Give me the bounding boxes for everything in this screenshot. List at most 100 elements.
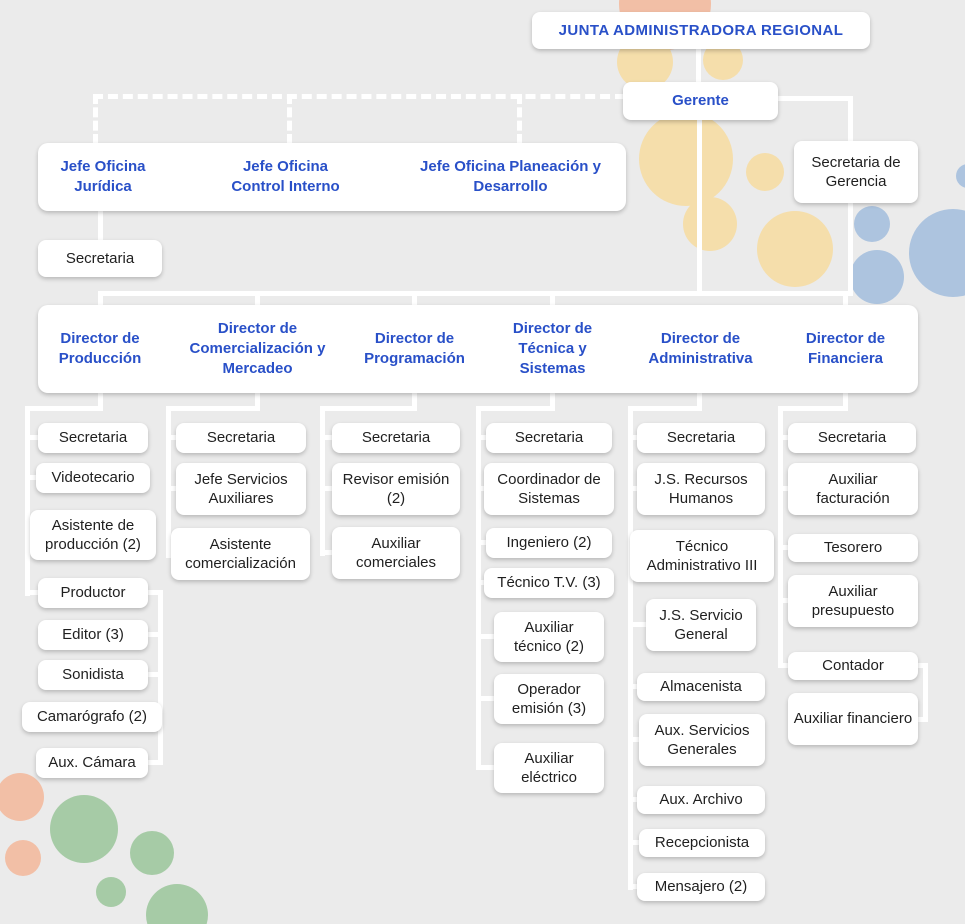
connector-stub	[778, 486, 793, 491]
node-administrativa-aux-archivo: Aux. Archivo	[637, 786, 765, 814]
node-comercializacion-asistente: Asistente comercialización	[171, 528, 310, 580]
panel-staff-offices	[38, 143, 626, 211]
node-financiera-secretaria: Secretaria	[788, 423, 916, 453]
connector-stub	[146, 672, 163, 677]
node-financiera-contador: Contador	[788, 652, 918, 680]
node-produccion-aux-camara: Aux. Cámara	[36, 748, 148, 778]
node-tecnica-operador: Operador emisión (3)	[494, 674, 604, 724]
node-tecnica-secretaria: Secretaria	[486, 423, 612, 453]
node-tecnica-coordinador: Coordinador de Sistemas	[484, 463, 614, 515]
node-tecnica-aux-electrico: Auxiliar eléctrico	[494, 743, 604, 793]
decorative-circle	[50, 795, 118, 863]
connector-dashed-stub	[517, 94, 522, 144]
node-secretaria-gerencia: Secretaria de Gerencia	[794, 141, 918, 203]
decorative-circle	[956, 164, 965, 188]
connector-rail	[628, 406, 633, 890]
node-financiera-aux-presupuesto: Auxiliar presupuesto	[788, 575, 918, 627]
connector-stub	[320, 486, 337, 491]
node-produccion-asistente: Asistente de producción (2)	[30, 510, 156, 560]
label-jefe-oficina-juridica: Jefe Oficina Jurídica	[60, 157, 146, 195]
connector-stub	[25, 435, 40, 440]
node-tecnica-tecnico-tv: Técnico T.V. (3)	[484, 568, 614, 598]
node-produccion-videotecario: Videotecario	[36, 463, 150, 493]
connector-elbow	[25, 406, 103, 411]
connector-dashed-stub	[287, 94, 292, 144]
decorative-circle	[5, 840, 41, 876]
node-administrativa-secretaria: Secretaria	[637, 423, 765, 453]
connector-stub	[476, 580, 491, 585]
connector-rail	[476, 406, 481, 770]
connector-stub	[320, 435, 337, 440]
connector-junta-gerente	[696, 47, 701, 83]
connector-elbow	[778, 406, 846, 411]
connector-stub	[412, 291, 417, 307]
node-tecnica-aux-tecnico: Auxiliar técnico (2)	[494, 612, 604, 662]
node-junta-administradora: JUNTA ADMINISTRADORA REGIONAL	[532, 12, 870, 49]
label-jefe-oficina-control-interno: Jefe Oficina Control Interno	[231, 157, 340, 195]
connector-elbow	[166, 406, 258, 411]
connector-stub	[476, 486, 491, 491]
connector-stub	[146, 632, 163, 637]
connector-rail	[320, 406, 325, 556]
connector-stub	[476, 435, 491, 440]
connector-stub	[412, 393, 417, 411]
connector-stub	[778, 663, 793, 668]
connector-stub	[628, 622, 650, 627]
label-jefe-oficina-planeacion: Jefe Oficina Planeación y Desarrollo	[420, 157, 601, 195]
decorative-circle	[850, 250, 904, 304]
connector-stub	[255, 291, 260, 307]
decorative-circle	[909, 209, 965, 297]
node-comercializacion-secretaria: Secretaria	[176, 423, 306, 453]
connector-gerente-secretaria-h	[777, 96, 853, 101]
node-programacion-aux-comerciales: Auxiliar comerciales	[332, 527, 460, 579]
connector-stub	[912, 663, 928, 668]
connector-elbow	[320, 406, 415, 411]
node-programacion-secretaria: Secretaria	[332, 423, 460, 453]
connector-rail	[25, 406, 30, 596]
node-administrativa-aux-servicios: Aux. Servicios Generales	[639, 714, 765, 766]
connector-dashed-offices	[93, 94, 625, 99]
connector-stub	[628, 797, 642, 802]
connector-stub	[628, 684, 642, 689]
node-produccion-camarografo: Camarógrafo (2)	[22, 702, 162, 732]
connector-stub	[628, 884, 642, 889]
connector-stub	[166, 435, 181, 440]
connector-stub	[697, 393, 702, 411]
connector-stub	[778, 545, 793, 550]
node-produccion-productor: Productor	[38, 578, 148, 608]
node-programacion-revisor: Revisor emisión (2)	[332, 463, 460, 515]
node-gerente: Gerente	[623, 82, 778, 120]
connector-dashed-stub	[93, 94, 98, 144]
connector-stub	[628, 435, 642, 440]
connector-directors-horizontal	[98, 291, 848, 296]
connector-stub	[550, 291, 555, 307]
connector-stub	[98, 291, 103, 307]
decorative-circle	[854, 206, 890, 242]
connector-stub	[98, 393, 103, 411]
connector-rail	[158, 590, 163, 765]
label-director-administrativa: Director de Administrativa	[648, 329, 753, 367]
connector-stub	[843, 291, 848, 307]
connector-rail	[166, 406, 171, 558]
connector-stub	[628, 737, 642, 742]
connector-rail	[923, 663, 928, 722]
node-financiera-aux-financiero: Auxiliar financiero	[788, 693, 918, 745]
node-secretaria-juridica: Secretaria	[38, 240, 162, 277]
connector-stub	[843, 393, 848, 411]
panel-directors	[38, 305, 918, 393]
decorative-circle	[130, 831, 174, 875]
connector-stub	[25, 590, 40, 595]
node-administrativa-mensajero: Mensajero (2)	[637, 873, 765, 901]
node-financiera-aux-facturacion: Auxiliar facturación	[788, 463, 918, 515]
decorative-circle	[0, 773, 44, 821]
connector-stub	[146, 590, 163, 595]
connector-stub	[550, 393, 555, 411]
node-produccion-editor: Editor (3)	[38, 620, 148, 650]
connector-stub	[166, 486, 181, 491]
node-comercializacion-jefe-servicios: Jefe Servicios Auxiliares	[176, 463, 306, 515]
decorative-circle	[746, 153, 784, 191]
node-produccion-secretaria: Secretaria	[38, 423, 148, 453]
node-administrativa-js-recursos: J.S. Recursos Humanos	[637, 463, 765, 515]
node-administrativa-recepcionista: Recepcionista	[639, 829, 765, 857]
